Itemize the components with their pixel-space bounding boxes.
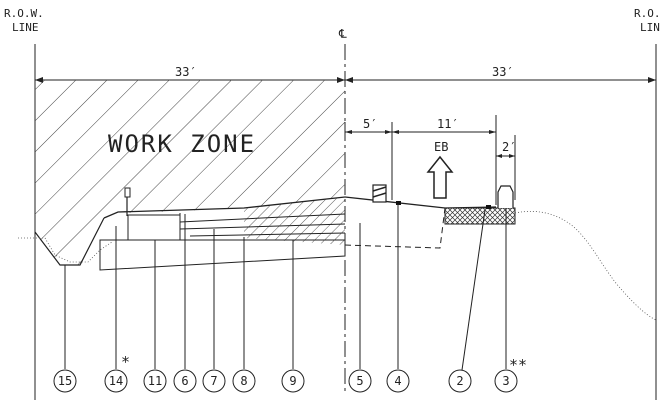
row-line-label-left-1: R.O.W. [4, 7, 44, 20]
callout-3: 3 [494, 369, 518, 393]
callout-4: 4 [386, 369, 410, 393]
svg-text:9: 9 [289, 374, 296, 388]
svg-text:15: 15 [58, 374, 72, 388]
svg-text:4: 4 [394, 374, 401, 388]
dimension-right-width [345, 77, 656, 83]
work-zone-hatched-area [35, 80, 345, 265]
construction-barrel-icon [372, 184, 387, 203]
dimension-curb [496, 154, 515, 158]
svg-text:2: 2 [456, 374, 463, 388]
svg-text:6: 6 [181, 374, 188, 388]
row-line-label-left-2: LINE [12, 21, 39, 34]
base-layer-line-1 [179, 213, 346, 223]
callout-8: 8 [232, 369, 256, 393]
callout-11: 11 [143, 369, 167, 393]
dimension-lane [392, 130, 496, 134]
pavement-marking-left [396, 201, 401, 205]
proposed-pavement-dashed [344, 207, 446, 249]
aggregate-layer-bottom [99, 239, 346, 271]
subbase-block [127, 214, 181, 241]
dimension-lane-label: 11′ [437, 117, 459, 131]
note-single-asterisk: * [121, 353, 130, 371]
pavement-marking-right [486, 205, 491, 209]
dimension-right-width-label: 33′ [492, 65, 514, 79]
centerline-symbol: ℄ [338, 27, 347, 41]
callout-15: 15 [53, 369, 77, 393]
base-layer-line-3 [189, 232, 346, 237]
svg-text:5: 5 [356, 374, 363, 388]
callout-14: 14 [104, 369, 128, 393]
svg-text:7: 7 [210, 374, 217, 388]
svg-text:8: 8 [240, 374, 247, 388]
dimension-left-width-label: 33′ [175, 65, 197, 79]
shoulder-crosshatch [444, 207, 516, 225]
row-line-label-right-1: R.O. [634, 7, 661, 20]
up-arrow-icon [426, 155, 454, 199]
callout-7: 7 [202, 369, 226, 393]
svg-text:14: 14 [109, 374, 123, 388]
callout-5: 5 [348, 369, 372, 393]
direction-label: EB [434, 140, 448, 154]
dimension-shoulder [345, 130, 392, 134]
callout-2: 2 [448, 369, 472, 393]
pavement-surface-right [344, 196, 497, 209]
dimension-curb-label: 2′ [502, 140, 516, 154]
callout-list: 15 14 11 6 7 8 9 5 [53, 369, 518, 393]
sign-post-icon [124, 187, 131, 216]
svg-text:3: 3 [502, 374, 509, 388]
leader-lines [64, 204, 507, 371]
callout-9: 9 [281, 369, 305, 393]
row-line-label-right-2: LIN [640, 21, 660, 34]
svg-text:11: 11 [148, 374, 162, 388]
existing-ground-left [18, 237, 113, 263]
work-zone-label: WORK ZONE [108, 130, 256, 158]
note-double-asterisk: ** [509, 356, 527, 374]
curb-icon [497, 185, 514, 208]
base-layer-line-2 [179, 223, 346, 230]
callout-6: 6 [173, 369, 197, 393]
dimension-shoulder-label: 5′ [363, 117, 377, 131]
existing-ground-right [514, 210, 657, 321]
ditch-slope-left [34, 217, 105, 266]
